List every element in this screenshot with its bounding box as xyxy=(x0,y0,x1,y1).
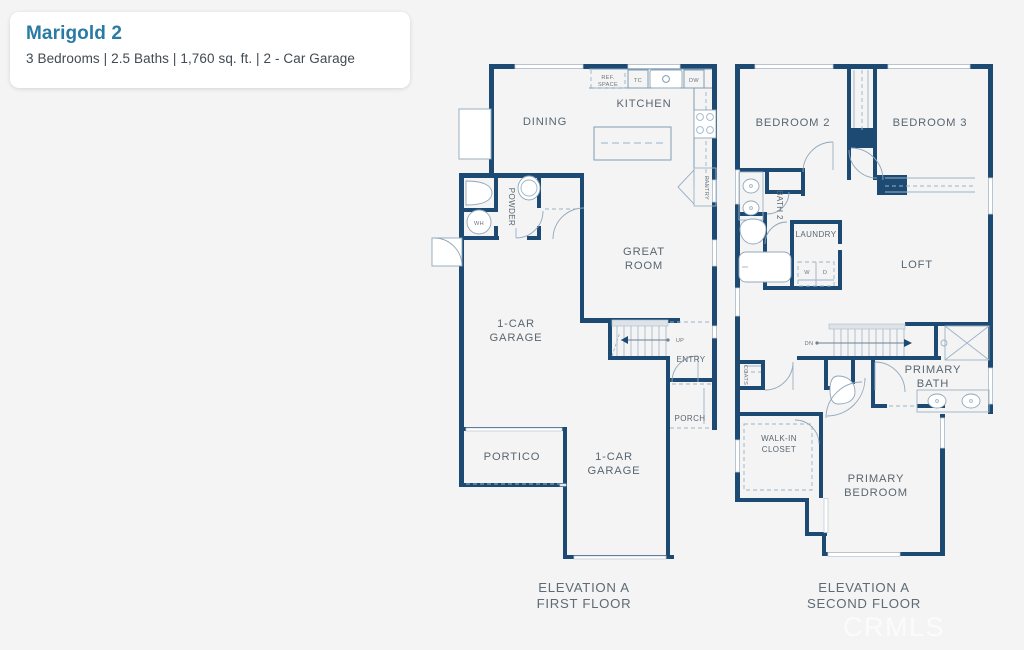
first-floor-walls xyxy=(459,64,717,559)
plan-info-card: Marigold 2 3 Bedrooms | 2.5 Baths | 1,76… xyxy=(10,12,410,88)
second-floor-walls xyxy=(735,64,993,556)
room-label-porch: PORCH xyxy=(675,414,706,423)
second-floor-labels: BEDROOM 2 BEDROOM 3 LOFT PRIMARY BEDROOM xyxy=(756,117,968,499)
kitchen-ref-space-line1: REF. xyxy=(601,75,614,81)
bedroom-closet-shelves xyxy=(853,70,975,193)
room-label-portico: PORTICO xyxy=(484,451,541,463)
first-floor-windows xyxy=(465,64,717,560)
room-label-walk-in-closet-line2: CLOSET xyxy=(762,445,796,454)
room-label-primary-bath-line2: BATH xyxy=(917,378,949,390)
second-floor-windows xyxy=(735,64,993,557)
walk-in-closet: WALK-IN CLOSET xyxy=(743,377,866,491)
second-floor-caption-line2: SECOND FLOOR xyxy=(807,596,921,611)
kitchen-dishwasher-label: DW xyxy=(689,78,699,84)
room-label-garage-1-line2: GARAGE xyxy=(490,332,543,344)
room-label-garage-1-line1: 1-CAR xyxy=(497,318,535,330)
stair-up-label: UP xyxy=(676,338,684,344)
room-label-primary-bedroom-line2: BEDROOM xyxy=(844,487,908,499)
room-label-garage-2-line1: 1-CAR xyxy=(595,451,633,463)
plan-specs: 3 Bedrooms | 2.5 Baths | 1,760 sq. ft. |… xyxy=(26,50,355,66)
room-label-pantry: PANTRY xyxy=(703,176,709,200)
second-floor-caption: ELEVATION A SECOND FLOOR xyxy=(807,580,921,611)
powder-fixtures: WH POWDER xyxy=(465,175,585,240)
room-label-bedroom-3: BEDROOM 3 xyxy=(893,117,968,129)
stair-dn-label: DN xyxy=(805,341,814,347)
first-floor-stairs: UP xyxy=(611,319,684,357)
first-floor-caption-line1: ELEVATION A xyxy=(538,580,630,595)
room-label-bedroom-2: BEDROOM 2 xyxy=(756,117,831,129)
kitchen-trash-compactor-label: TC xyxy=(634,78,642,84)
primary-bath-fixtures: PRIMARY BATH xyxy=(829,325,990,413)
second-floor-caption-line1: ELEVATION A xyxy=(818,580,910,595)
room-label-bath-2: BATH 2 xyxy=(775,190,784,220)
garage-side-door xyxy=(431,237,463,267)
kitchen-ref-space-line2: SPACE xyxy=(598,82,618,88)
dryer-label: D xyxy=(823,270,827,276)
first-floor-caption-line2: FIRST FLOOR xyxy=(537,596,632,611)
kitchen-fixtures: REF. SPACE TC DW PANTRY xyxy=(589,68,717,207)
room-label-kitchen: KITCHEN xyxy=(616,98,671,110)
room-label-powder: POWDER xyxy=(507,188,516,226)
room-label-primary-bedroom-line1: PRIMARY xyxy=(848,473,905,485)
washer-label: W xyxy=(804,270,810,276)
second-floor-stairs: DN xyxy=(805,323,912,356)
room-label-great-room-line1: GREAT xyxy=(623,246,665,258)
room-label-loft: LOFT xyxy=(901,259,933,271)
room-label-dining: DINING xyxy=(523,116,567,128)
bath2-fixtures: BATH 2 xyxy=(738,171,792,283)
water-heater-label: WH xyxy=(474,221,484,227)
room-label-laundry: LAUNDRY xyxy=(796,230,837,239)
room-label-entry: ENTRY xyxy=(677,355,706,364)
room-label-great-room-line2: ROOM xyxy=(625,260,663,272)
room-label-walk-in-closet-line1: WALK-IN xyxy=(761,434,797,443)
entry-door xyxy=(670,355,712,429)
room-label-primary-bath-line1: PRIMARY xyxy=(905,364,962,376)
first-floor-plan: REF. SPACE TC DW PANTRY xyxy=(431,64,717,611)
coats-closet: COATS xyxy=(742,361,794,391)
room-label-coats: COATS xyxy=(742,365,748,385)
bedroom-doors xyxy=(802,141,884,181)
first-floor-caption: ELEVATION A FIRST FLOOR xyxy=(537,580,632,611)
second-floor-plan: BATH 2 W D LAUNDRY xyxy=(735,64,993,611)
page-title: Marigold 2 xyxy=(26,23,123,44)
room-label-garage-2-line2: GARAGE xyxy=(588,465,641,477)
dining-patio-door xyxy=(458,108,492,160)
laundry-fixtures: W D LAUNDRY xyxy=(796,230,837,287)
first-floor-labels: DINING KITCHEN GREAT ROOM 1-CAR GARAGE 1… xyxy=(484,98,706,477)
